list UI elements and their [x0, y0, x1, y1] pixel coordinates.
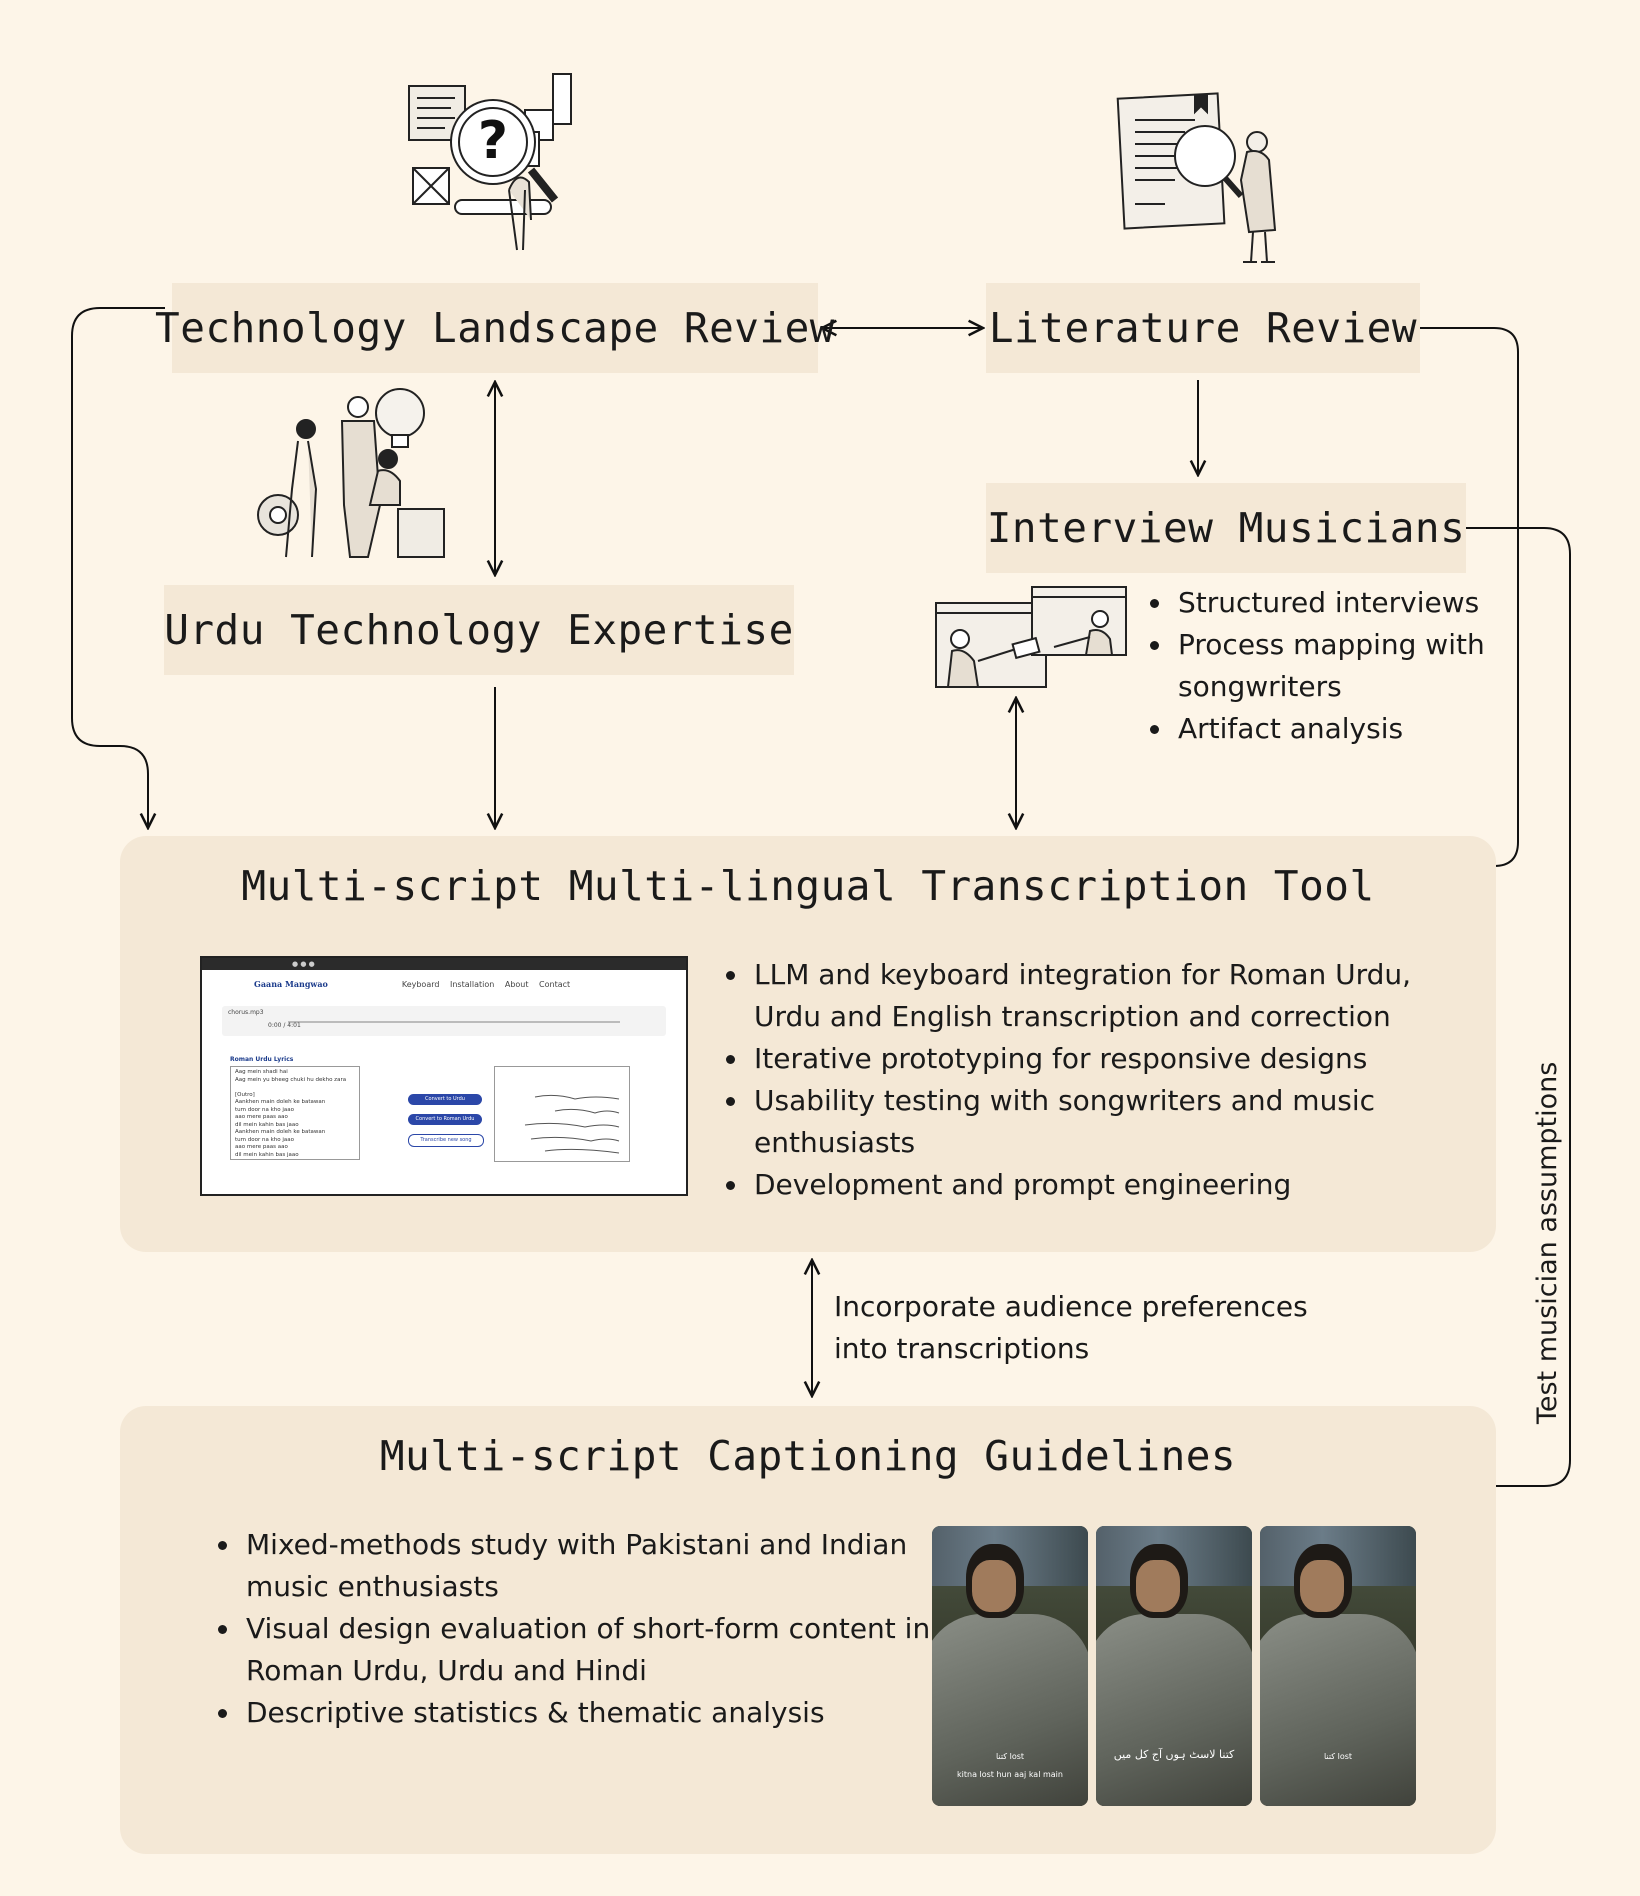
caption-text: کتنا لاسٹ ہوں آج کل میں — [1113, 1748, 1235, 1761]
transcribe-new-song-button[interactable]: Transcribe new song — [408, 1134, 484, 1147]
transcription-tool-panel: Multi-script Multi-lingual Transcription… — [120, 836, 1496, 1252]
connector-interview-guidelines-loop — [1466, 527, 1571, 1487]
convert-to-roman-urdu-button[interactable]: Convert to Roman Urdu — [408, 1114, 482, 1125]
roman-lyrics-pane: Aag mein shadi hai Aag mein yu bheeg chu… — [230, 1066, 360, 1160]
caption-text: kitna lost hun aaj kal main — [957, 1770, 1063, 1779]
node-label: Urdu Technology Expertise — [164, 606, 794, 654]
list-item: Visual design evaluation of short-form c… — [242, 1608, 942, 1692]
lyric-line: Aankhen main doleh ke batawan — [235, 1099, 326, 1105]
svg-text:?: ? — [478, 111, 508, 171]
lyric-line: [Outro] — [235, 1091, 255, 1098]
app-nav: Gaana Mangwao Keyboard Installation Abou… — [202, 970, 686, 998]
caption-text: کتنا lost — [995, 1752, 1025, 1761]
caption-frame-3: کتنا lost — [1260, 1526, 1416, 1806]
interview-bullet-list: Structured interviews Process mapping wi… — [1144, 582, 1514, 750]
document-inspector-illustration — [1116, 92, 1277, 263]
file-name: chorus.mp3 — [228, 1009, 264, 1016]
list-item: Process mapping with songwriters — [1174, 624, 1514, 708]
lyric-line: tum door na kho jaao — [235, 1106, 295, 1113]
progress-track — [288, 1021, 620, 1023]
audio-player: chorus.mp3 0:00 / 4:01 — [222, 1006, 666, 1036]
list-item: Development and prompt engineering — [750, 1164, 1470, 1206]
lyric-line: aao mere paas aao — [235, 1144, 288, 1150]
arrow-tech-tool-loop — [71, 307, 165, 828]
guidelines-bullet-list: Mixed-methods study with Pakistani and I… — [212, 1524, 942, 1734]
node-label: Interview Musicians — [986, 504, 1466, 552]
lyric-line: Aankhen main doleh ke batawan — [235, 1129, 326, 1135]
tool-screenshot: ● ● ● Gaana Mangwao Keyboard Installatio… — [200, 956, 688, 1196]
node-interview-musicians: Interview Musicians — [986, 483, 1466, 573]
connector-lit-tool-loop — [1420, 327, 1519, 867]
lyric-line: aao mere paas aao — [235, 1114, 288, 1120]
lyric-line: dil mein kahin bas jaao — [235, 1151, 299, 1158]
node-label: Technology Landscape Review — [155, 304, 835, 352]
lyric-line: Aag mein yu bheeg chuki hu dekho zara — [235, 1076, 347, 1083]
node-literature-review: Literature Review — [986, 283, 1420, 373]
list-item: Structured interviews — [1174, 582, 1514, 624]
app-brand: Gaana Mangwao — [254, 979, 328, 989]
nav-links: Keyboard Installation About Contact — [401, 979, 571, 989]
list-item: Iterative prototyping for responsive des… — [750, 1038, 1470, 1080]
lyric-line: Aag mein shadi hai — [235, 1069, 288, 1075]
left-pane-title: Roman Urdu Lyrics — [230, 1056, 294, 1063]
list-item: Usability testing with songwriters and m… — [750, 1080, 1470, 1164]
lyric-line: dil mein kahin bas jaao — [235, 1121, 299, 1128]
panel-title: Multi-script Multi-lingual Transcription… — [241, 862, 1375, 910]
list-item: Artifact analysis — [1174, 708, 1514, 750]
caption-frame-2: کتنا لاسٹ ہوں آج کل میں — [1096, 1526, 1252, 1806]
play-time: 0:00 / 4:01 — [268, 1022, 301, 1029]
edge-label-audience: Incorporate audience preferences into tr… — [834, 1290, 1308, 1365]
urdu-script-lines — [524, 1094, 620, 1154]
list-item: Mixed-methods study with Pakistani and I… — [242, 1524, 942, 1608]
urdu-lyrics-pane — [494, 1066, 630, 1162]
caption-text: کتنا lost — [1323, 1752, 1353, 1761]
video-call-illustration — [935, 586, 1127, 688]
edge-label-test-assumptions: Test musician assumptions — [1532, 1061, 1563, 1424]
node-label: Literature Review — [988, 304, 1418, 352]
browser-bar: ● ● ● — [202, 958, 686, 970]
convert-to-urdu-button[interactable]: Convert to Urdu — [408, 1094, 482, 1105]
node-urdu-technology-expertise: Urdu Technology Expertise — [164, 585, 794, 675]
lyric-line: tum door na kho jaao — [235, 1136, 295, 1143]
node-technology-landscape-review: Technology Landscape Review — [155, 283, 835, 373]
panel-title: Multi-script Captioning Guidelines — [379, 1432, 1237, 1480]
question-magnifier-illustration: ? — [408, 73, 572, 251]
caption-frame-1: کتنا lost kitna lost hun aaj kal main — [932, 1526, 1088, 1806]
tool-bullet-list: LLM and keyboard integration for Roman U… — [720, 954, 1470, 1206]
list-item: Descriptive statistics & thematic analys… — [242, 1692, 942, 1734]
team-lightbulb-illustration — [257, 388, 445, 558]
captioning-guidelines-panel: Multi-script Captioning Guidelines Mixed… — [120, 1406, 1496, 1854]
lyric-line — [235, 1084, 355, 1092]
list-item: LLM and keyboard integration for Roman U… — [750, 954, 1470, 1038]
